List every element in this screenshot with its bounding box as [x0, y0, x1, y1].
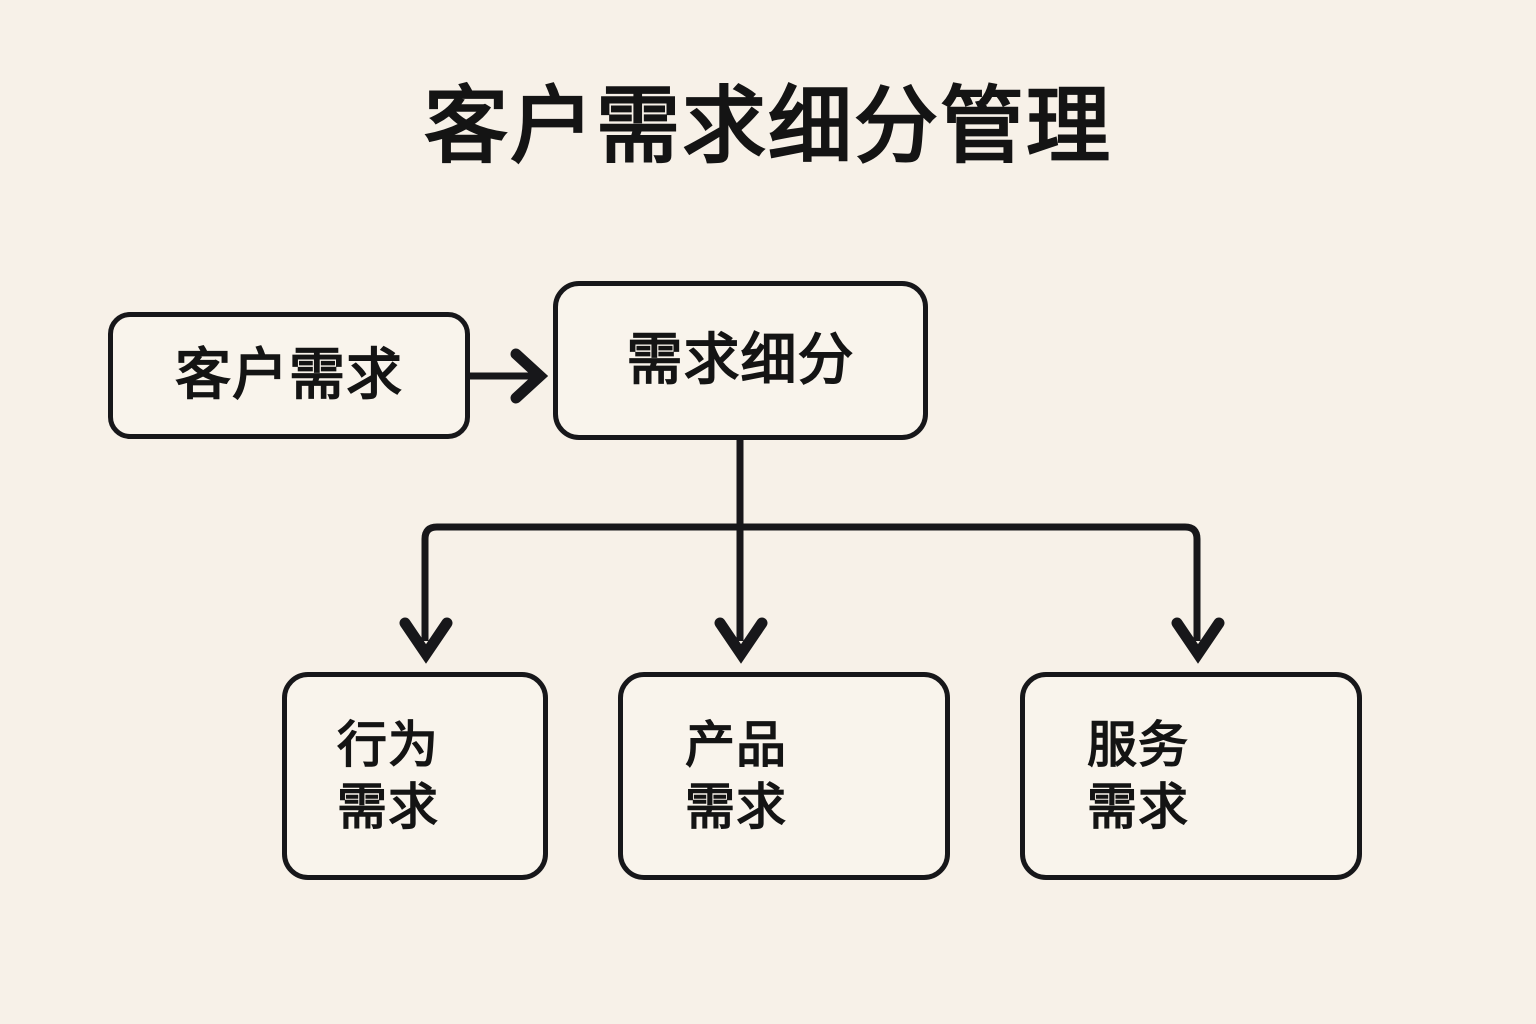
page-title: 客户需求细分管理 [423, 77, 1112, 175]
node-behavior-need[interactable]: 行为 需求 [282, 672, 548, 880]
edge-branch-left [421, 523, 438, 641]
node-behavior-need-label: 行为 需求 [337, 716, 439, 836]
node-customer-need[interactable]: 客户需求 [108, 312, 470, 439]
node-customer-need-label: 客户需求 [175, 342, 403, 408]
arrowhead-down-product-need [714, 617, 768, 664]
node-service-need[interactable]: 服务 需求 [1020, 672, 1362, 880]
arrowhead-down-behavior-need [399, 617, 453, 664]
node-product-need-label: 产品 需求 [685, 716, 787, 836]
node-product-need[interactable]: 产品 需求 [618, 672, 950, 880]
edge-branch-right [1184, 523, 1201, 641]
arrowhead-down-service-need [1171, 617, 1225, 664]
arrowhead-right-need-segmentation [510, 348, 549, 404]
node-need-segmentation-label: 需求细分 [626, 327, 855, 393]
node-need-segmentation[interactable]: 需求细分 [553, 281, 928, 440]
node-service-need-label: 服务 需求 [1087, 716, 1189, 836]
